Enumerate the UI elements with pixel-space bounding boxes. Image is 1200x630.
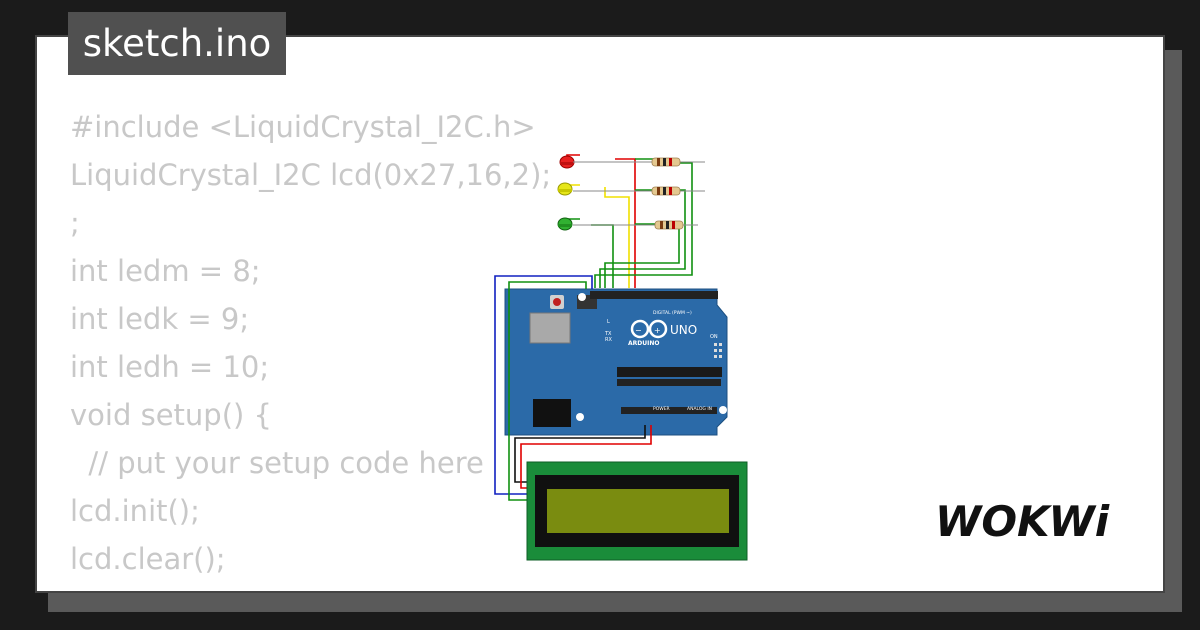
tx-led-label: TX <box>604 331 612 337</box>
resistors <box>573 157 705 230</box>
arduino-infinity-icon <box>630 319 650 339</box>
wokwi-logo: WOKWi <box>935 497 1110 546</box>
analog-pins-label: ANALOG IN <box>687 406 712 412</box>
sketch-title-badge: sketch.ino <box>68 12 286 75</box>
svg-text:WOKWi: WOKWi <box>935 497 1110 546</box>
code-line: int ledk = 9; <box>70 302 250 336</box>
usb-port <box>529 312 571 344</box>
power-pins-label: POWER <box>653 406 670 412</box>
digital-pins-label: DIGITAL (PWM ~) <box>653 310 692 316</box>
code-preview: #include <LiquidCrystal_I2C.h> LiquidCrys… <box>70 103 552 591</box>
board-brand-label: ARDUINO <box>628 340 659 347</box>
svg-text:+: + <box>654 326 661 335</box>
power-header <box>619 379 671 386</box>
code-line: void setup() { <box>70 398 272 432</box>
yellow-led <box>557 182 573 196</box>
code-line: lcd.clear(); <box>70 542 226 576</box>
code-line: int ledm = 8; <box>70 254 261 288</box>
code-line: int ledh = 10; <box>70 350 270 384</box>
code-line: #include <LiquidCrystal_I2C.h> <box>70 110 536 144</box>
digital-header <box>590 291 718 299</box>
arduino-uno-board: − + UNO ARDUINO DIGITAL (PWM ~) POWER AN… <box>504 288 728 436</box>
circuit-diagram: − + UNO ARDUINO DIGITAL (PWM ~) POWER AN… <box>494 154 748 561</box>
power-jack <box>533 399 571 427</box>
l-led-label: L <box>607 319 610 325</box>
lcd-display <box>526 461 748 561</box>
red-led <box>559 155 575 169</box>
lcd-screen <box>547 489 729 533</box>
atmega-chip <box>617 367 722 377</box>
code-line: ; <box>70 206 80 240</box>
on-led-label: ON <box>710 334 718 340</box>
green-led <box>557 217 573 231</box>
board-model-label: UNO <box>670 323 697 337</box>
rx-led-label: RX <box>605 337 612 343</box>
code-line: lcd.init(); <box>70 494 200 528</box>
svg-text:−: − <box>635 326 642 335</box>
code-line: lcd.backlight(); <box>70 583 551 591</box>
lcd-wires <box>494 275 652 501</box>
preview-card: #include <LiquidCrystal_I2C.h> LiquidCrys… <box>35 35 1165 593</box>
code-line: // put your setup code here <box>70 446 484 480</box>
code-line: LiquidCrystal_I2C lcd(0x27,16,2); <box>70 158 552 192</box>
